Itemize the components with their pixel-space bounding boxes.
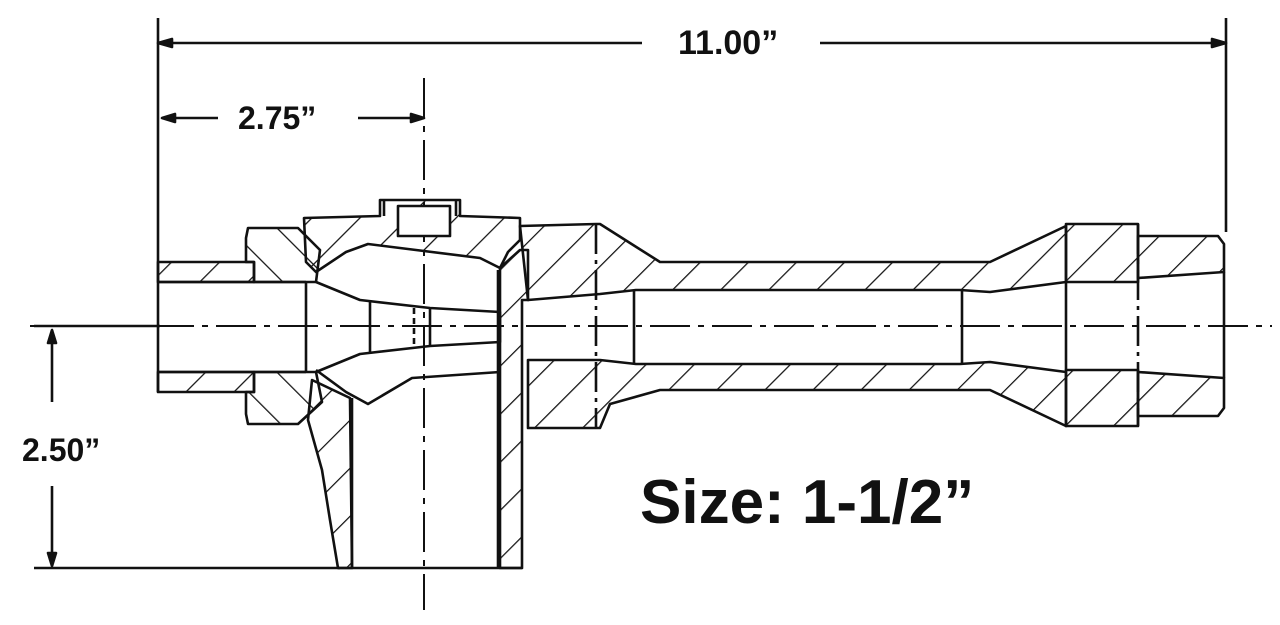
dimension-inlet-length xyxy=(160,112,426,124)
diffuser-tube xyxy=(518,222,1068,430)
inlet-coupling xyxy=(244,226,324,426)
body-housing xyxy=(302,198,530,570)
outlet-thread xyxy=(1136,234,1226,418)
outlet-coupling xyxy=(1064,222,1140,428)
dimension-label-inlet-length: 2.75” xyxy=(234,102,321,134)
dimension-label-overall-length: 11.00” xyxy=(672,26,785,60)
dimension-overall-length xyxy=(156,18,1228,262)
nozzle xyxy=(315,280,502,374)
dimension-label-height: 2.50” xyxy=(22,432,101,468)
size-label: Size: 1-1/2” xyxy=(640,468,975,537)
